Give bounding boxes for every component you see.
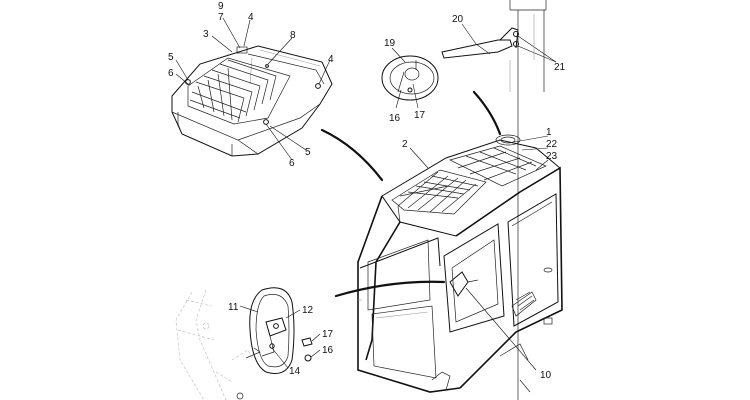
callout-17: 17 xyxy=(414,110,426,121)
callout-1: 1 xyxy=(546,127,552,138)
callout-9: 9 xyxy=(218,1,224,12)
operator-cab: 2 1 22 23 10 xyxy=(357,127,563,393)
callout-19: 19 xyxy=(384,38,396,49)
cab-roof-grille xyxy=(391,169,487,215)
callout-14: 14 xyxy=(289,366,301,377)
bolt-icon xyxy=(315,83,321,89)
callout-21: 21 xyxy=(554,62,566,73)
rivet-icon xyxy=(265,64,269,68)
roof-hatch-icon xyxy=(495,134,521,146)
callout-6b: 6 xyxy=(289,158,295,169)
callout-20: 20 xyxy=(452,14,464,25)
callout-5: 5 xyxy=(168,52,174,63)
callout-4b: 4 xyxy=(328,54,334,65)
callout-10: 10 xyxy=(540,370,552,381)
callout-8: 8 xyxy=(290,30,296,41)
callout-16b: 16 xyxy=(322,345,334,356)
washer-icon xyxy=(304,354,312,362)
callout-11: 11 xyxy=(228,302,239,313)
bolt-icon xyxy=(263,119,269,125)
callout-2: 2 xyxy=(402,139,408,150)
side-mirror-assembly: 11 12 17 16 14 xyxy=(175,287,334,400)
side-vent xyxy=(511,291,537,317)
cab-rear-roof-grille xyxy=(449,145,547,187)
callout-17b: 17 xyxy=(322,329,334,340)
callout-6: 6 xyxy=(168,68,174,79)
callout-7: 7 xyxy=(218,12,224,23)
callout-12: 12 xyxy=(302,305,314,316)
side-mirror-arrow xyxy=(334,280,446,298)
callout-3: 3 xyxy=(203,29,209,40)
latch-icon xyxy=(236,46,248,54)
mirror-arrow xyxy=(472,90,502,136)
nut-icon xyxy=(301,337,313,347)
callout-23: 23 xyxy=(546,151,558,162)
callout-16: 16 xyxy=(389,113,401,124)
roof-panel-assembly: 9 7 4 8 3 5 6 4 6 5 xyxy=(168,1,334,169)
round-mirror-assembly: 19 16 17 xyxy=(381,38,439,124)
roof-grille xyxy=(189,59,277,123)
callout-22: 22 xyxy=(546,139,558,150)
callout-5b: 5 xyxy=(305,147,311,158)
assembly-arrow xyxy=(320,128,384,182)
callout-4: 4 xyxy=(248,12,254,23)
mirror-bracket-arm: 20 21 xyxy=(441,14,566,73)
cab-pillar-detail xyxy=(509,0,547,400)
